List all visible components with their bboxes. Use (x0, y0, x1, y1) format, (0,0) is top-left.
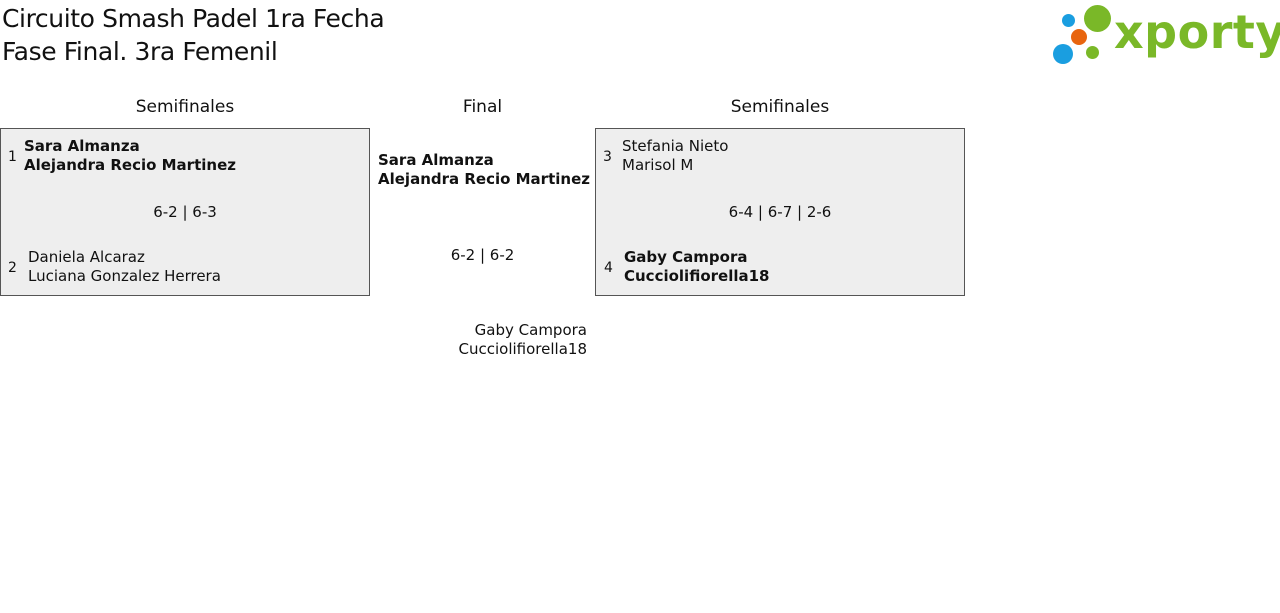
player-name: Alejandra Recio Martinez (24, 156, 236, 174)
page-title: Circuito Smash Padel 1ra Fecha Fase Fina… (2, 2, 385, 68)
player-name: Cucciolifiorella18 (624, 267, 770, 285)
logo-dot-green-small (1086, 46, 1099, 59)
match-score: 6-4 | 6-7 | 2-6 (728, 203, 832, 221)
player-name: Sara Almanza (378, 151, 494, 169)
player-name: Luciana Gonzalez Herrera (28, 267, 221, 285)
match-score: 6-2 | 6-3 (153, 203, 217, 221)
player-name: Daniela Alcaraz (28, 248, 145, 266)
team-seed: 1 (8, 149, 17, 165)
team-seed: 3 (603, 149, 612, 165)
player-name: Stefania Nieto (622, 137, 729, 155)
logo-dot-blue-small (1062, 14, 1075, 27)
final-score: 6-2 | 6-2 (450, 246, 515, 264)
logo-wordmark: xporty (1114, 5, 1280, 59)
final-runner-up-team: Gaby Campora Cucciolifiorella18 (370, 321, 587, 359)
logo-dot-green-large (1084, 5, 1111, 32)
team-seed: 2 (8, 260, 17, 276)
logo-dot-blue-large (1053, 44, 1073, 64)
team-winner: Sara Almanza Alejandra Recio Martinez (24, 137, 236, 175)
xporty-logo: xporty (1050, 4, 1280, 66)
team-loser: Stefania Nieto Marisol M (622, 137, 728, 175)
player-name: Marisol M (622, 156, 694, 174)
team-loser: Daniela Alcaraz Luciana Gonzalez Herrera (28, 248, 221, 286)
player-name: Alejandra Recio Martinez (378, 170, 590, 188)
semifinal-right-match[interactable]: 3 Stefania Nieto Marisol M 6-4 | 6-7 | 2… (595, 128, 965, 296)
team-winner: Gaby Campora Cucciolifiorella18 (624, 248, 769, 286)
title-line-1: Circuito Smash Padel 1ra Fecha (2, 4, 385, 33)
player-name: Sara Almanza (24, 137, 140, 155)
column-header-left: Semifinales (135, 97, 235, 117)
column-header-final: Final (462, 97, 503, 117)
player-name: Gaby Campora (474, 321, 587, 339)
player-name: Cucciolifiorella18 (458, 340, 587, 358)
logo-dot-orange (1071, 29, 1087, 45)
column-header-right: Semifinales (730, 97, 830, 117)
final-winner-team: Sara Almanza Alejandra Recio Martinez (378, 151, 590, 189)
title-line-2: Fase Final. 3ra Femenil (2, 37, 278, 66)
player-name: Gaby Campora (624, 248, 748, 266)
semifinal-left-match[interactable]: 1 Sara Almanza Alejandra Recio Martinez … (0, 128, 370, 296)
team-seed: 4 (604, 260, 613, 276)
